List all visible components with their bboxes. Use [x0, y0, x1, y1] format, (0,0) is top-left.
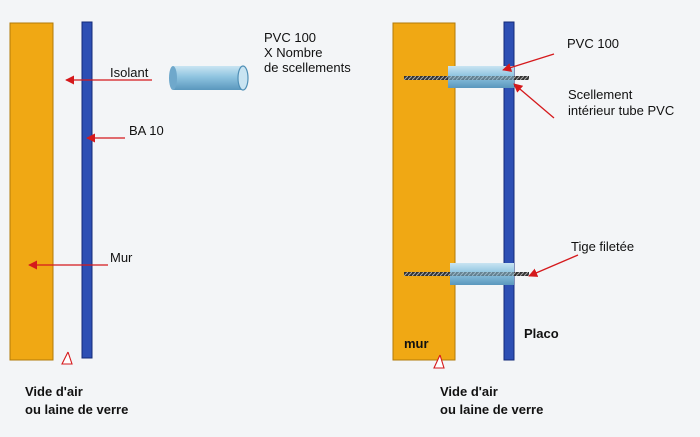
- arrow-tige: [528, 254, 579, 277]
- placo-label: Placo: [524, 326, 559, 341]
- left-vide-label-1: Vide d'air: [25, 384, 83, 399]
- right-vide-label-2: ou laine de verre: [440, 402, 543, 417]
- label-ba10: BA 10: [129, 123, 164, 138]
- left-pvc-label-3: de scellements: [264, 60, 351, 75]
- label-mur-left: Mur: [110, 250, 133, 265]
- arrow-scellement: [513, 83, 555, 119]
- scellement-label-1: Scellement: [568, 87, 633, 102]
- left-pvc-label-1: PVC 100: [264, 30, 316, 45]
- left-diagram: PVC 100 X Nombre de scellements Isolant …: [9, 21, 351, 417]
- mur-label-right: mur: [404, 336, 429, 351]
- upper-anchor: [404, 66, 529, 88]
- right-placo-board: [503, 21, 515, 361]
- right-vide-label-1: Vide d'air: [440, 384, 498, 399]
- left-pvc-label-2: X Nombre: [264, 45, 323, 60]
- right-wall: [392, 22, 456, 361]
- lower-anchor: [404, 263, 529, 285]
- scellement-label-2: intérieur tube PVC: [568, 103, 674, 118]
- left-pvc-tube: [169, 65, 249, 91]
- pointer-vide-left: [61, 351, 73, 365]
- tige-label: Tige filetée: [571, 239, 634, 254]
- pointer-vide-right: [433, 354, 445, 369]
- right-diagram: PVC 100 Scellement intérieur tube PVC Ti…: [392, 21, 674, 417]
- right-pvc-label: PVC 100: [567, 36, 619, 51]
- arrow-pvc-right: [502, 53, 555, 72]
- left-wall: [9, 22, 54, 361]
- left-ba10-board: [81, 21, 93, 359]
- label-isolant: Isolant: [110, 65, 149, 80]
- left-vide-label-2: ou laine de verre: [25, 402, 128, 417]
